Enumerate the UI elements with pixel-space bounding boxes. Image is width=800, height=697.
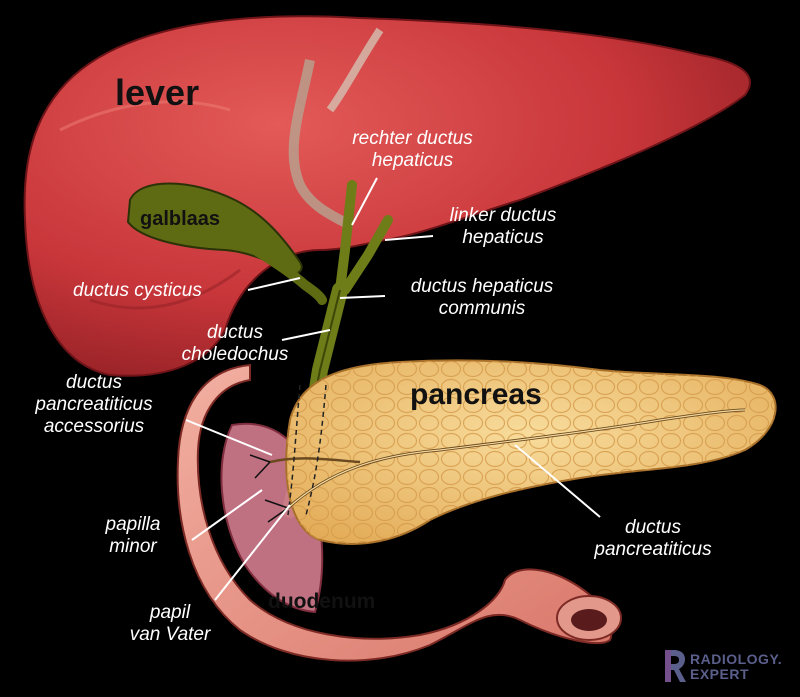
vater-papilla-label-line2: van Vater: [129, 624, 211, 645]
left-hepatic-duct-label-line2: hepaticus: [462, 227, 544, 248]
cystic-duct-label: ductus cysticus: [73, 280, 202, 301]
duodenum-label: duodenum: [268, 590, 376, 613]
left-hepatic-duct-label-line1: linker ductus: [449, 205, 557, 226]
accessory-pancreatic-duct-label: ductus pancreatiticus accessorius: [14, 372, 174, 438]
gallbladder: [126, 182, 327, 305]
common-bile-duct-label: ductus choledochus: [175, 322, 295, 366]
liver: [23, 15, 751, 377]
accessory-pancreatic-duct-label-line2: pancreatiticus: [35, 394, 153, 415]
right-hepatic-duct-label: rechter ductus hepaticus: [330, 128, 495, 172]
minor-papilla-label: papilla minor: [88, 514, 178, 558]
pancreatic-duct-label: ductus pancreatiticus: [568, 517, 738, 561]
right-hepatic-duct-label-line1: rechter ductus: [352, 128, 473, 149]
liver-label: lever: [115, 72, 200, 113]
gallbladder-label: galblaas: [140, 208, 221, 230]
logo-text: RADIOLOGY. EXPERT: [690, 652, 782, 682]
pancreatic-duct-label-line2: pancreatiticus: [594, 539, 712, 560]
accessory-pancreatic-duct-label-line3: accessorius: [43, 416, 145, 437]
radiology-expert-logo: RADIOLOGY. EXPERT: [662, 648, 794, 688]
pancreatic-duct-label-line1: ductus: [625, 517, 681, 538]
vater-papilla-label-line1: papil: [149, 602, 191, 623]
pancreas-label: pancreas: [410, 378, 542, 411]
vater-papilla-label: papil van Vater: [115, 602, 225, 646]
minor-papilla-label-line1: papilla: [105, 514, 161, 535]
common-hepatic-duct-label-line2: communis: [438, 298, 526, 319]
pancreas: [269, 359, 777, 545]
right-hepatic-duct-label-line2: hepaticus: [371, 150, 454, 171]
leader-lines: [185, 177, 601, 601]
common-bile-duct-label-line2: choledochus: [181, 344, 289, 365]
logo-line1: RADIOLOGY.: [690, 651, 783, 667]
common-hepatic-duct-label: ductus hepaticus communis: [382, 276, 582, 320]
common-bile-duct-label-line1: ductus: [207, 322, 263, 343]
common-hepatic-duct-label-line1: ductus hepaticus: [410, 276, 554, 297]
minor-papilla-label-line2: minor: [109, 536, 157, 557]
left-hepatic-duct-label: linker ductus hepaticus: [428, 205, 578, 249]
logo-line2: EXPERT: [690, 666, 750, 682]
accessory-pancreatic-duct-label-line1: ductus: [66, 372, 122, 393]
logo-r-icon: [665, 650, 686, 682]
